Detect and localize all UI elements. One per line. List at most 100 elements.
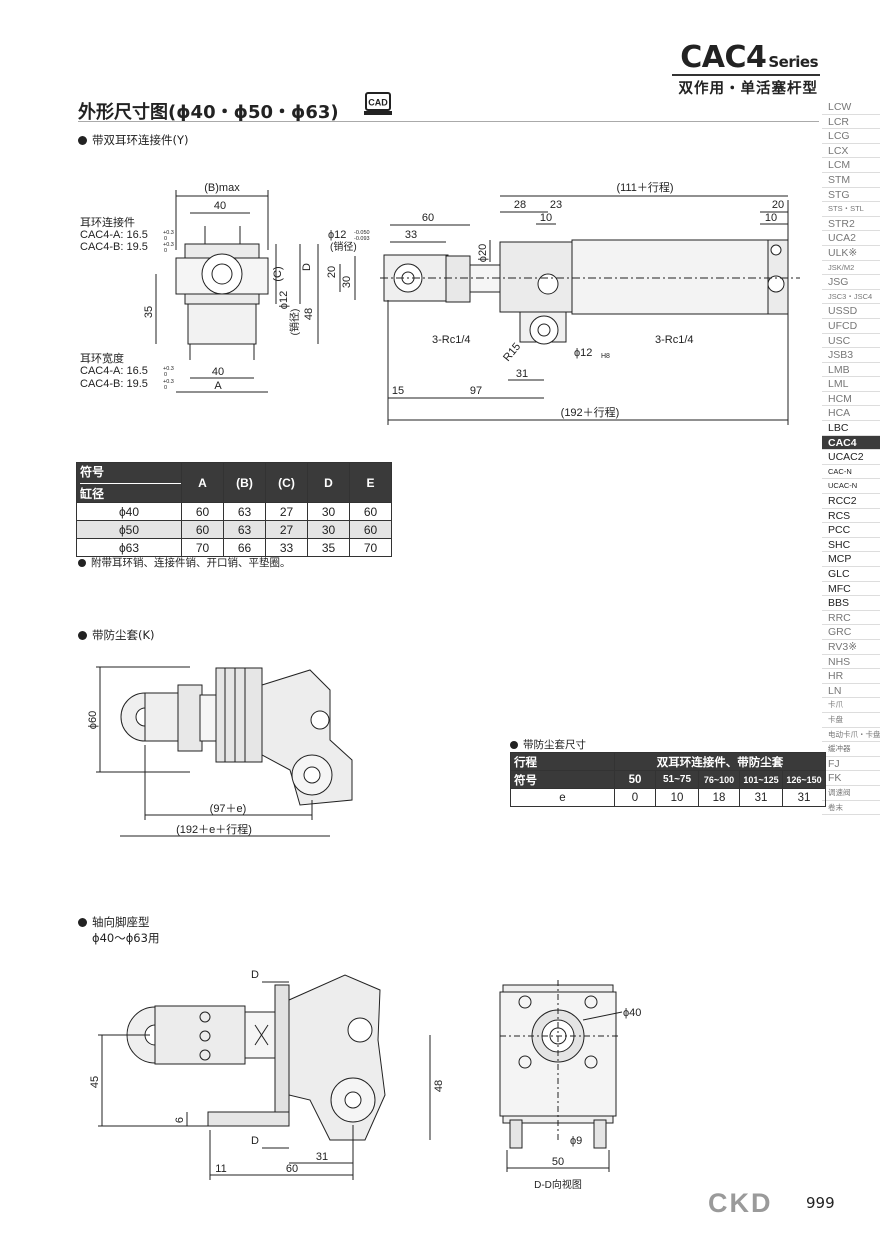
sidebar-item[interactable]: STS・STL <box>822 202 880 217</box>
drawing-view-dd: ϕ40 ϕ9 50 D-D向视图 <box>499 980 641 1191</box>
bullet-icon <box>510 741 518 749</box>
page-heading: 外形尺寸图(ϕ40・ϕ50・ϕ63) <box>78 102 339 123</box>
sidebar-item[interactable]: LML <box>822 377 880 392</box>
sidebar-item[interactable]: LMB <box>822 363 880 378</box>
dim-c: (C) <box>272 266 284 281</box>
sidebar-item[interactable]: USC <box>822 334 880 349</box>
pin-note-front: (销径) <box>288 309 301 336</box>
sidebar-item[interactable]: HCM <box>822 392 880 407</box>
sidebar-item[interactable]: RCS <box>822 509 880 524</box>
e-value: 0 <box>614 788 656 807</box>
section-foot-title: 轴向脚座型 <box>92 915 150 929</box>
dim-40-bottom: 40 <box>212 366 224 378</box>
sidebar-item[interactable]: FK <box>822 771 880 786</box>
sidebar-item[interactable]: LCX <box>822 144 880 159</box>
sidebar-item[interactable]: UFCD <box>822 319 880 334</box>
sidebar-item[interactable]: GRC <box>822 625 880 640</box>
dim-35: 35 <box>143 306 155 318</box>
sidebar-item[interactable]: STG <box>822 188 880 203</box>
sidebar-item[interactable]: STR2 <box>822 217 880 232</box>
dim-11: 11 <box>215 1163 226 1175</box>
pin-note-side: (销径) <box>330 240 357 253</box>
sidebar-item[interactable]: BBS <box>822 596 880 611</box>
dim-48: 48 <box>433 1080 445 1092</box>
hole-phi12: ϕ12 <box>574 347 592 359</box>
sidebar-item[interactable]: LN <box>822 684 880 699</box>
boot-row-stroke-label: 行程 <box>510 752 615 771</box>
sidebar-item[interactable]: 调速阀 <box>822 786 880 801</box>
tol-zero-c: 0 <box>164 372 167 378</box>
sidebar-item[interactable]: FJ <box>822 757 880 772</box>
sidebar-item[interactable]: NHS <box>822 655 880 670</box>
sidebar-item[interactable]: GLC <box>822 567 880 582</box>
dim-b-max: (B)max <box>204 182 240 194</box>
sidebar-item[interactable]: JSG <box>822 275 880 290</box>
sidebar-item[interactable]: 缓冲器 <box>822 742 880 757</box>
dim-d-bottom: D <box>251 1135 259 1147</box>
pin-dia-side: ϕ12 <box>328 229 346 241</box>
sidebar-item[interactable]: 电动卡爪・卡盘 <box>822 728 880 743</box>
dim-40-top: 40 <box>214 200 226 212</box>
sidebar-item[interactable]: MFC <box>822 582 880 597</box>
sidebar-item[interactable]: UCAC2 <box>822 450 880 465</box>
sidebar-item[interactable]: HR <box>822 669 880 684</box>
cell-a: 60 <box>181 520 224 539</box>
cell-e: 60 <box>349 520 392 539</box>
section-k-heading: 带防尘套(K) <box>78 627 155 643</box>
sidebar-item[interactable]: SHC <box>822 538 880 553</box>
sidebar-item[interactable]: RRC <box>822 611 880 626</box>
drawing-y-labels: (B)max 40 耳环连接件 CAC4-A: 16.5 CAC4-B: 19.… <box>80 181 784 419</box>
sidebar-item[interactable]: UCA2 <box>822 231 880 246</box>
cell-c: 33 <box>265 538 308 557</box>
sidebar-item[interactable]: JSB3 <box>822 348 880 363</box>
sidebar-item[interactable]: JSC3・JSC4 <box>822 290 880 305</box>
section-y-title: 带双耳环连接件(Y) <box>92 133 189 147</box>
sidebar-item[interactable]: RCC2 <box>822 494 880 509</box>
sidebar-item[interactable]: PCC <box>822 523 880 538</box>
sidebar-item[interactable]: LCW <box>822 100 880 115</box>
sidebar-item[interactable]: LCG <box>822 129 880 144</box>
header-bore: 缸径 <box>80 483 181 502</box>
table-row: e 0 10 18 31 31 <box>510 788 826 807</box>
dim-30: 30 <box>341 276 353 288</box>
cell-d: 35 <box>307 538 350 557</box>
sidebar-item[interactable]: CAC4 <box>822 435 880 451</box>
note-text: 附带耳环销、连接件销、开口销、平垫圈。 <box>91 557 291 569</box>
dim-48-front: 48 <box>303 308 315 320</box>
cell-d: 30 <box>307 502 350 521</box>
tol-plus-c: +0.3 <box>163 366 174 372</box>
sidebar-item[interactable]: 卡爪 <box>822 698 880 713</box>
drawing-boot-k: ϕ60 (97＋e) (192＋e＋行程) <box>87 666 353 837</box>
stroke-col: 51~75 <box>655 770 699 789</box>
bullet-icon <box>78 136 87 145</box>
sidebar-item[interactable]: UCAC-N <box>822 479 880 495</box>
sidebar-item[interactable]: LBC <box>822 421 880 436</box>
sidebar-item[interactable]: ULK※ <box>822 246 880 261</box>
sidebar-item[interactable]: LCR <box>822 115 880 130</box>
sidebar-item[interactable]: 卡盘 <box>822 713 880 728</box>
sidebar-item[interactable]: USSD <box>822 304 880 319</box>
series-rule <box>672 74 820 76</box>
sidebar-item[interactable]: MCP <box>822 552 880 567</box>
cad-icon[interactable]: CAD <box>364 92 392 116</box>
sidebar-item[interactable]: CAC-N <box>822 465 880 480</box>
sidebar-item[interactable]: STM <box>822 173 880 188</box>
table-corner-header: 符号 缸径 <box>76 462 182 503</box>
e-value: 31 <box>782 788 826 807</box>
sidebar-item[interactable]: JSK/M2 <box>822 261 880 276</box>
page-number: 999 <box>806 1194 835 1212</box>
dim-phi20: ϕ20 <box>477 244 489 262</box>
table-row: ϕ40 60 63 27 30 60 <box>76 502 392 521</box>
width-a: CAC4-A: 16.5 <box>80 365 148 377</box>
e-value: 31 <box>739 788 783 807</box>
series-name: CAC4 <box>680 40 767 75</box>
sidebar-item[interactable]: RV3※ <box>822 640 880 655</box>
sidebar-item[interactable]: HCA <box>822 406 880 422</box>
cell-c: 27 <box>265 502 308 521</box>
boot-table-title: 带防尘套尺寸 <box>523 739 586 751</box>
sidebar-item[interactable]: 卷末 <box>822 801 880 816</box>
tol-plus-a: +0.3 <box>163 230 174 236</box>
sidebar-item[interactable]: LCM <box>822 158 880 173</box>
clevis-b: CAC4-B: 19.5 <box>80 241 148 253</box>
col-header-e: E <box>349 462 392 503</box>
